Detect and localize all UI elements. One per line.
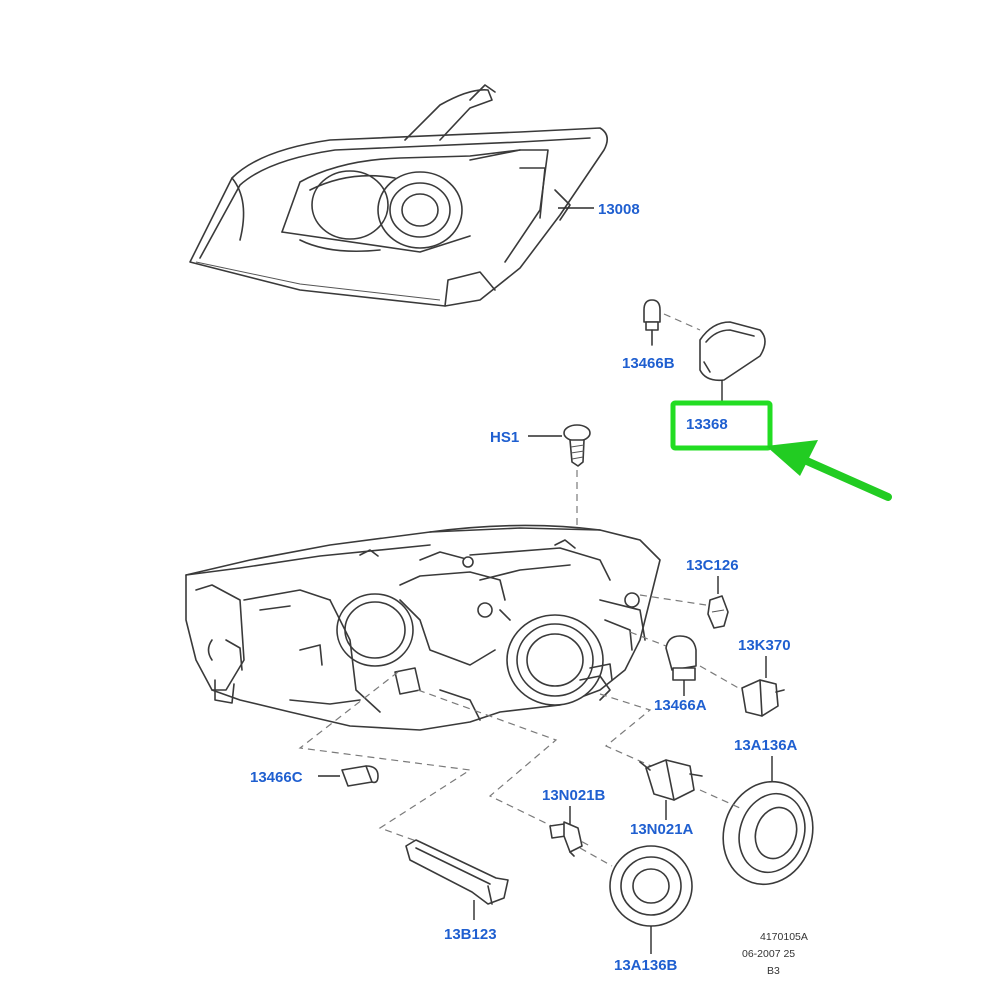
footer-code: 4170105A xyxy=(760,931,808,943)
screw-HS1 xyxy=(563,424,591,467)
bulb-13466B xyxy=(643,299,661,346)
side-marker-13368 xyxy=(699,321,766,382)
label-13466B: 13466B xyxy=(622,355,675,372)
bulb-13466C xyxy=(341,765,379,787)
label-13B123: 13B123 xyxy=(444,926,497,943)
socket-13N021A xyxy=(639,759,703,801)
label-13N021B: 13N021B xyxy=(542,787,606,804)
socket-13N021B xyxy=(549,821,583,857)
label-13A136A: 13A136A xyxy=(734,737,798,754)
label-13008: 13008 xyxy=(598,201,640,218)
label-13K370: 13K370 xyxy=(738,637,791,654)
bulb-13466A xyxy=(665,635,697,681)
socket-13K370 xyxy=(741,679,785,717)
label-13C126: 13C126 xyxy=(686,557,739,574)
footer-date: 06-2007 25 xyxy=(742,948,795,960)
headlamp-housing-rear-view xyxy=(185,524,661,731)
label-13368: 13368 xyxy=(686,416,728,433)
highlight-arrow xyxy=(766,440,892,501)
bracket-13B123 xyxy=(405,839,509,905)
highlight-box xyxy=(670,400,773,451)
cap-13A136B xyxy=(609,845,693,927)
label-HS1: HS1 xyxy=(490,429,519,446)
cap-13A136A xyxy=(722,780,814,886)
footer-sheet: B3 xyxy=(767,965,780,977)
bulb-13C126 xyxy=(707,595,729,629)
label-13466A: 13466A xyxy=(654,697,707,714)
label-13466C: 13466C xyxy=(250,769,303,786)
headlamp-assembly-front-view xyxy=(189,84,608,307)
label-13N021A: 13N021A xyxy=(630,821,694,838)
label-13A136B: 13A136B xyxy=(614,957,678,974)
